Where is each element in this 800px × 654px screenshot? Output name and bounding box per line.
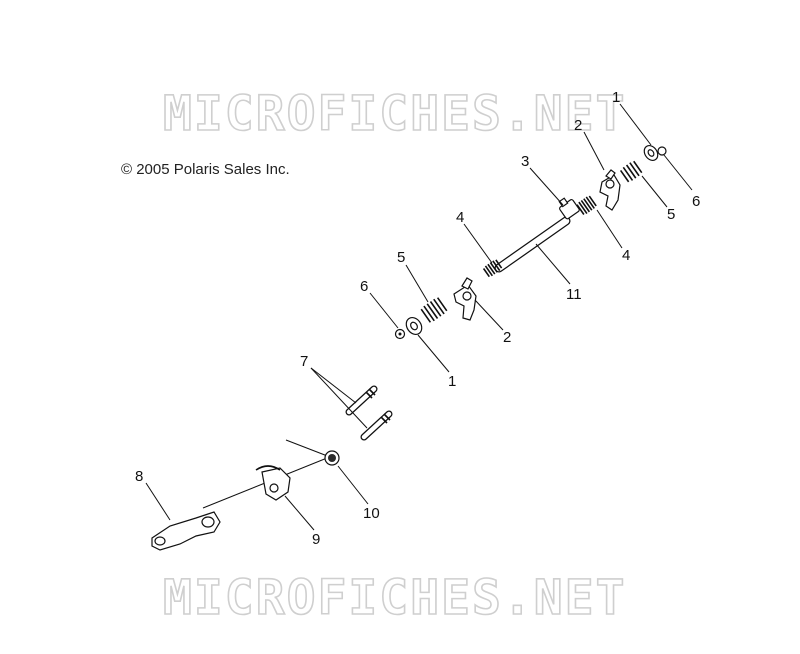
shift-fork-middle — [453, 277, 477, 321]
callout-7: 7 — [300, 353, 308, 370]
washer-top — [643, 144, 659, 162]
copyright-text: © 2005 Polaris Sales Inc. — [121, 161, 290, 178]
roller-left — [420, 297, 448, 323]
leader-lines — [145, 103, 693, 531]
callout-4-right: 4 — [622, 247, 630, 264]
callout-1-mid: 1 — [448, 373, 456, 390]
callouts: 1 2 3 4 4 5 6 5 6 11 2 1 7 8 9 10 — [135, 89, 700, 548]
washer-mid — [405, 317, 423, 335]
clip-left — [394, 328, 406, 340]
watermark-top: MICROFICHES.NET — [163, 86, 626, 142]
spring-right — [576, 195, 597, 215]
callout-2-top: 2 — [574, 117, 582, 134]
shift-linkage-assembly — [151, 385, 393, 551]
callout-6-right: 6 — [692, 193, 700, 210]
shift-lever — [151, 511, 221, 551]
callout-11: 11 — [566, 286, 582, 303]
callout-6-left: 6 — [360, 278, 368, 295]
callout-9: 9 — [312, 531, 320, 548]
shift-fork-middle-assembly — [394, 277, 477, 340]
watermark-bottom: MICROFICHES.NET — [163, 570, 626, 626]
clip-right — [657, 146, 667, 156]
callout-3: 3 — [521, 153, 529, 170]
callout-1-top: 1 — [612, 89, 620, 106]
shaft-collar — [558, 197, 580, 220]
spring-left — [482, 259, 503, 278]
pin-upper — [345, 385, 378, 416]
callout-2-mid: 2 — [503, 329, 511, 346]
shift-cam — [255, 465, 291, 501]
callout-8: 8 — [135, 468, 143, 485]
callout-10: 10 — [363, 505, 380, 522]
shift-shaft — [494, 216, 571, 273]
callout-5-right: 5 — [667, 206, 675, 223]
torsion-spring — [285, 439, 340, 466]
callout-5-left: 5 — [397, 249, 405, 266]
pin-lower — [360, 410, 393, 441]
shift-shaft-upper-assembly — [482, 144, 667, 278]
callout-4-left: 4 — [456, 209, 464, 226]
roller-right — [619, 160, 643, 183]
shift-fork-top — [599, 169, 621, 211]
